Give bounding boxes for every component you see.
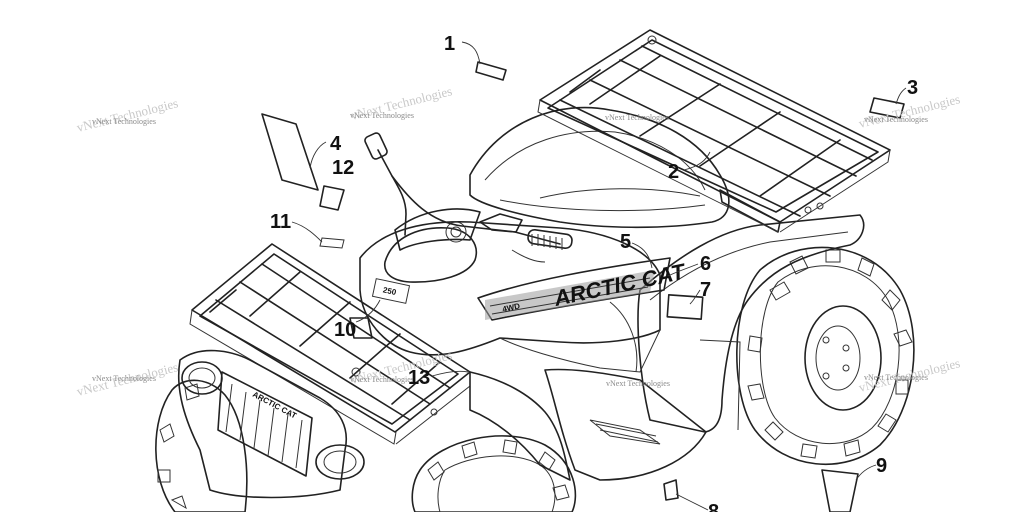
- callout-9: 9: [876, 455, 887, 477]
- front-left-wheel: [155, 379, 248, 512]
- callout-11: 11: [270, 211, 291, 233]
- handlebars: [364, 132, 573, 263]
- watermark-text: vNext Technologies: [864, 373, 928, 382]
- callout-8: 8: [708, 501, 719, 512]
- callout-12: 12: [332, 157, 354, 179]
- rear-right-wheel: [736, 246, 915, 465]
- callout-6: 6: [700, 253, 711, 275]
- decal-1-shape: [475, 61, 507, 81]
- watermarks: vNext Technologies vNext Technologies vN…: [75, 83, 961, 399]
- decal-shapes: [261, 61, 905, 512]
- decal-9-shape: [821, 469, 859, 512]
- callout-2: 2: [668, 161, 679, 183]
- decal-4-shape: [261, 113, 319, 191]
- watermark-text: vNext Technologies: [350, 375, 414, 384]
- watermark-text: vNext Technologies: [605, 113, 669, 122]
- watermark-text: vNext Technologies: [350, 111, 414, 120]
- seat-and-tank: [469, 106, 730, 229]
- callout-7: 7: [700, 279, 711, 301]
- decal-12-shape: [319, 185, 345, 211]
- watermark-text: vNext Technologies: [92, 117, 156, 126]
- watermark-shadow: vNext Technologies: [75, 95, 179, 135]
- four-wd-decal-text: 4WD: [502, 301, 521, 314]
- decal-11-shape: [319, 237, 345, 249]
- callout-5: 5: [620, 231, 631, 253]
- callout-numbers: 1 2 3 4 5 6 7 8 9 10 11 12 13: [270, 33, 918, 512]
- decal-7-shape: [666, 294, 704, 320]
- callout-3: 3: [907, 77, 918, 99]
- decal-8-shape: [663, 479, 679, 501]
- watermark-text: vNext Technologies: [92, 374, 156, 383]
- front-right-wheel: [411, 435, 577, 512]
- watermark-text: vNext Technologies: [606, 379, 670, 388]
- callout-1: 1: [444, 33, 455, 55]
- callout-4: 4: [330, 133, 342, 155]
- callout-13: 13: [408, 367, 430, 389]
- front-body: ARCTIC CAT 4WD 250: [359, 208, 704, 373]
- side-badge-text: 250: [382, 285, 397, 297]
- callout-10: 10: [334, 319, 356, 341]
- front-rack: [189, 243, 471, 445]
- rear-rack: [537, 29, 891, 233]
- watermark-text: vNext Technologies: [864, 115, 928, 124]
- leader-lines: [291, 41, 907, 511]
- decal-3-shape: [869, 97, 905, 119]
